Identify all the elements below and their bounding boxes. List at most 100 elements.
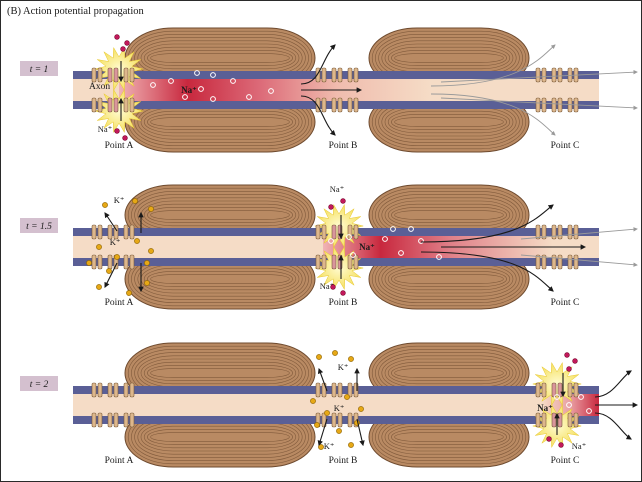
sodium-ion-inside — [210, 72, 216, 78]
myelin-wrap-line — [150, 210, 290, 220]
channel-subunit — [123, 224, 129, 240]
channel-subunit — [107, 412, 113, 428]
channel-subunit — [567, 382, 573, 398]
channel-subunit — [557, 67, 563, 83]
sodium-ion-inside — [246, 94, 252, 100]
potassium-efflux-arrow — [317, 418, 328, 447]
sodium-ion-outside — [340, 198, 346, 204]
faint-current-arrow — [440, 97, 638, 111]
faint-current-arrow — [520, 254, 638, 267]
time-label: t = 1.5 — [26, 222, 52, 232]
point-c-label: Point C — [551, 298, 580, 308]
channel-subunit — [551, 97, 557, 113]
channel-subunit — [551, 224, 557, 240]
ion-channel — [315, 224, 327, 240]
channel-subunit — [321, 224, 327, 240]
sodium-label-inside: Na⁺ — [537, 403, 553, 413]
point-b-label: Point B — [329, 141, 358, 151]
potassium-ion — [314, 422, 320, 428]
myelin-wrap-line — [394, 117, 504, 127]
ion-channel — [91, 97, 103, 113]
ion-channel — [123, 412, 135, 428]
ion-channel — [551, 97, 563, 113]
potassium-efflux-arrow — [317, 367, 328, 392]
myelin-wrap-line — [143, 46, 297, 70]
myelin-wrap-line — [394, 432, 504, 442]
myelin-wrap-line — [394, 274, 504, 284]
myelin-wrap-line — [391, 207, 507, 223]
ion-channel — [123, 97, 135, 113]
sodium-ion-inside — [390, 226, 396, 232]
ion-channel — [535, 97, 547, 113]
potassium-ion — [96, 284, 102, 290]
potassium-ion — [96, 244, 102, 250]
potassium-ion — [106, 268, 112, 274]
channel-subunit — [123, 254, 129, 270]
sodium-ion-outside — [558, 442, 564, 448]
potassium-ion — [148, 206, 154, 212]
channel-subunit — [123, 67, 129, 83]
time-label: t = 2 — [30, 380, 49, 390]
ion-channel — [535, 67, 547, 83]
ion-channel — [91, 412, 103, 428]
ion-channel — [91, 254, 103, 270]
channel-subunit — [353, 224, 359, 240]
channel-subunit — [353, 254, 359, 270]
myelin-wrap-line — [391, 271, 507, 287]
faint-current-arrow — [430, 93, 556, 136]
ion-channel — [567, 412, 579, 428]
potassium-label-inside: K⁺ — [110, 237, 121, 247]
sodium-label-inside: Na⁺ — [359, 242, 375, 252]
ion-channel — [347, 67, 359, 83]
potassium-ion — [310, 398, 316, 404]
sodium-ion-inside — [268, 88, 274, 94]
potassium-label-top: K⁺ — [338, 362, 349, 372]
channel-subunit — [557, 412, 563, 428]
potassium-ion — [358, 406, 364, 412]
potassium-ion — [318, 444, 324, 450]
potassium-ion — [144, 260, 150, 266]
myelin-wrap-line — [394, 210, 504, 220]
time-tag: t = 2 — [20, 376, 58, 391]
ion-channel — [567, 254, 579, 270]
channel-subunit — [91, 412, 97, 428]
myelin-wrap-line — [150, 274, 290, 284]
channel-subunit — [551, 254, 557, 270]
myelin-wrap-line — [387, 361, 511, 385]
sodium-ion-outside — [330, 284, 336, 290]
channel-subunit — [541, 412, 547, 428]
point-b-label: Point B — [329, 298, 358, 308]
channel-subunit — [567, 254, 573, 270]
ion-channel — [535, 412, 547, 428]
channel-subunit — [353, 97, 359, 113]
channel-subunit — [123, 97, 129, 113]
channel-subunit — [331, 412, 337, 428]
channel-subunit — [91, 67, 97, 83]
myelin-wrap-line — [387, 46, 511, 70]
local-current-arrow — [420, 204, 554, 243]
channel-subunit — [347, 382, 353, 398]
channel-subunit — [535, 412, 541, 428]
channel-subunit — [113, 382, 119, 398]
time-tag: t = 1.5 — [20, 218, 58, 233]
myelin-wrap-line — [391, 114, 507, 130]
time-tag-box — [20, 376, 58, 391]
sodium-ion-inside — [150, 82, 156, 88]
ion-channel — [123, 67, 135, 83]
sodium-ion-inside — [418, 238, 424, 244]
local-current-arrow — [300, 44, 336, 85]
potassium-ion — [344, 394, 350, 400]
potassium-ion — [148, 248, 154, 254]
potassium-efflux-arrow — [104, 212, 118, 232]
ion-channel — [91, 224, 103, 240]
ion-channel — [123, 254, 135, 270]
myelin-wrap-line — [147, 207, 293, 223]
potassium-efflux-arrow — [104, 262, 118, 288]
myelin-wrap-line — [147, 271, 293, 287]
ion-channel — [567, 224, 579, 240]
ion-channel — [535, 382, 547, 398]
inward-current-region — [119, 75, 431, 105]
faint-current-arrow — [520, 227, 638, 240]
potassium-label-bottom: K⁺ — [324, 441, 335, 451]
